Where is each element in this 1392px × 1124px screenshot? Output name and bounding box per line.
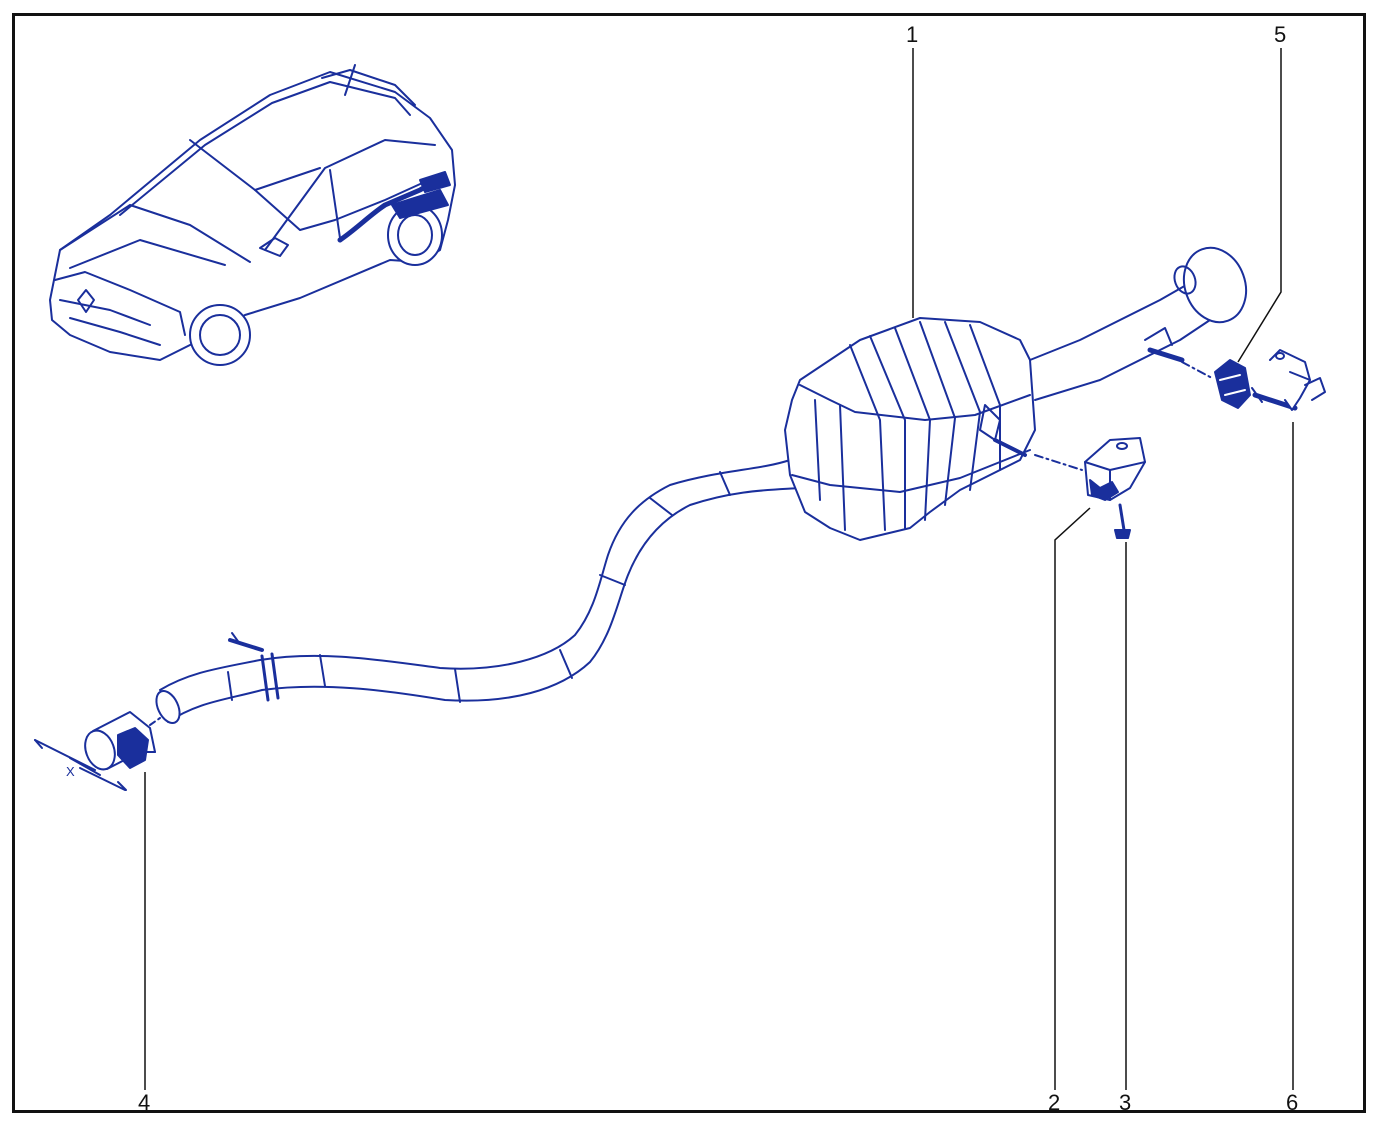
car-illustration (49, 64, 456, 366)
pipe-clamp (84, 711, 161, 771)
muffler (784, 246, 1248, 541)
leader-line-5 (1237, 48, 1282, 363)
callout-1: 1 (906, 22, 919, 47)
mounting-bracket (1034, 437, 1146, 501)
dimension-x-label: X (66, 764, 75, 779)
leader-line-2 (1054, 507, 1091, 1090)
callout-3: 3 (1119, 1090, 1132, 1115)
callout-6: 6 (1286, 1090, 1299, 1115)
callout-2: 2 (1048, 1090, 1061, 1115)
dimension-x (34, 739, 127, 791)
hanger-rod (1251, 349, 1326, 411)
callout-4: 4 (138, 1090, 151, 1115)
exhaust-pipe (155, 459, 801, 724)
callout-5: 5 (1274, 22, 1287, 47)
bolt (1114, 503, 1131, 539)
rubber-mount (1181, 359, 1251, 409)
